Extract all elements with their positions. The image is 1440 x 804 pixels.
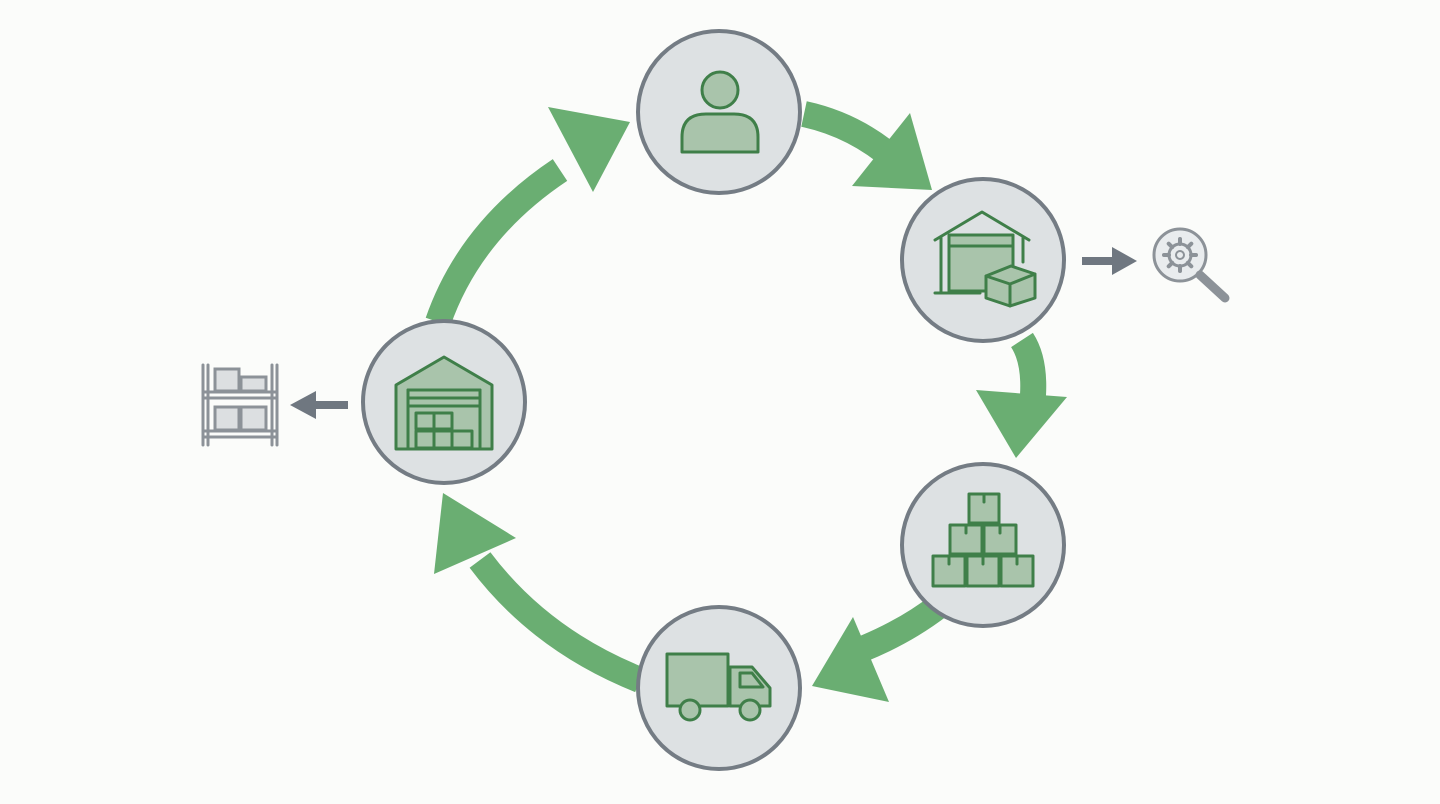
- node-stacked-inventory: [900, 462, 1066, 628]
- node-distribution-center: [361, 319, 527, 485]
- arrow-distribution-to-customer: [425, 107, 630, 327]
- node-delivery: [636, 605, 802, 771]
- arrow-delivery-to-distribution: [434, 493, 645, 693]
- side-arrow-right: [1082, 247, 1137, 275]
- person-icon: [680, 70, 760, 154]
- storage-shelf-icon: [201, 363, 279, 447]
- gear-magnifier-icon: [1152, 227, 1230, 303]
- warehouse-boxes-icon: [394, 355, 494, 451]
- warehouse-box-icon: [933, 210, 1037, 308]
- node-warehouse-receiving: [900, 177, 1066, 343]
- arrow-warehouse-to-stacked: [976, 332, 1067, 458]
- arrow-customer-to-warehouse: [801, 101, 932, 190]
- delivery-truck-icon: [665, 652, 772, 722]
- stacked-boxes-icon: [931, 492, 1035, 588]
- side-arrow-left: [290, 391, 348, 419]
- node-customer: [636, 29, 802, 195]
- arrow-stacked-to-delivery: [812, 594, 948, 702]
